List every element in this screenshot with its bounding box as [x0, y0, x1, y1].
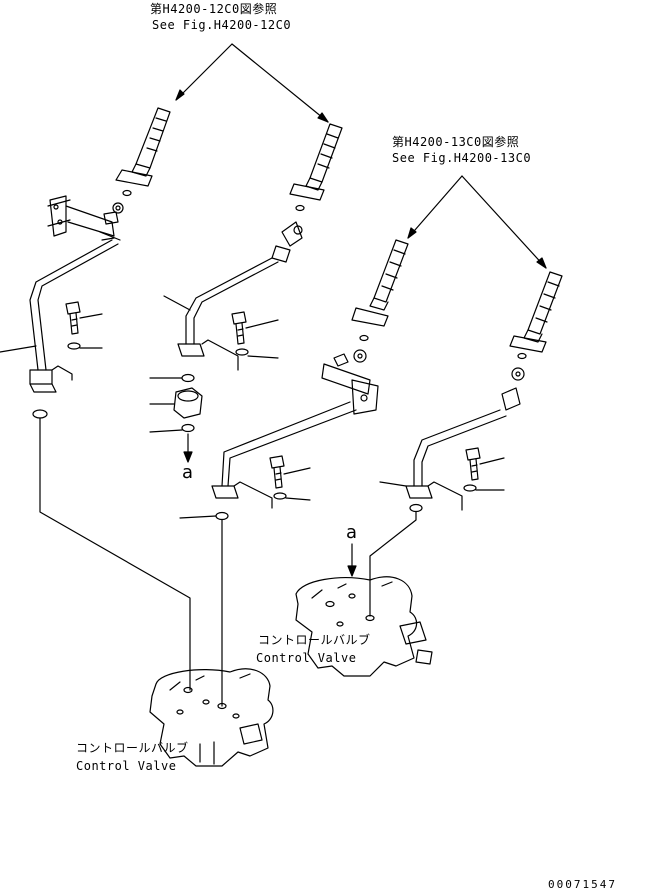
right-bolt [463, 447, 505, 492]
hose-4 [509, 271, 563, 360]
callout-13c0-en: See Fig.H4200-13C0 [392, 151, 532, 165]
hose-2 [289, 123, 343, 212]
right-block-assembly [179, 349, 379, 521]
hose-1 [115, 107, 171, 197]
upper-valve-label-en: Control Valve [256, 651, 357, 665]
callout-13c0-jp: 第H4200-13C0図参照 [392, 135, 520, 149]
left-tube-assembly [0, 195, 124, 419]
hose-3 [351, 239, 409, 342]
middle-nut [149, 387, 203, 463]
lower-control-valve [149, 668, 274, 767]
callout-12c0-leaders [175, 43, 329, 123]
upper-valve-label-jp: コントロールバルブ [258, 633, 371, 647]
document-number: 00071547 [548, 878, 617, 891]
marker-a-right: a [346, 522, 358, 543]
callout-12c0-jp: 第H4200-12C0図参照 [150, 2, 278, 16]
callout-12c0-en: See Fig.H4200-12C0 [152, 18, 292, 32]
middle-tube-assembly [149, 221, 303, 383]
lower-valve-label-jp: コントロールバルブ [76, 741, 189, 755]
callout-13c0-leaders [407, 175, 547, 269]
middle-bolt [231, 311, 279, 359]
center-bolt [269, 455, 311, 501]
marker-a-left: a [182, 462, 194, 483]
connection-lines [39, 417, 417, 707]
left-bolt [65, 301, 103, 350]
upper-control-valve [295, 576, 433, 677]
lower-valve-label-en: Control Valve [76, 759, 177, 773]
right-tube-assembly [379, 367, 525, 513]
